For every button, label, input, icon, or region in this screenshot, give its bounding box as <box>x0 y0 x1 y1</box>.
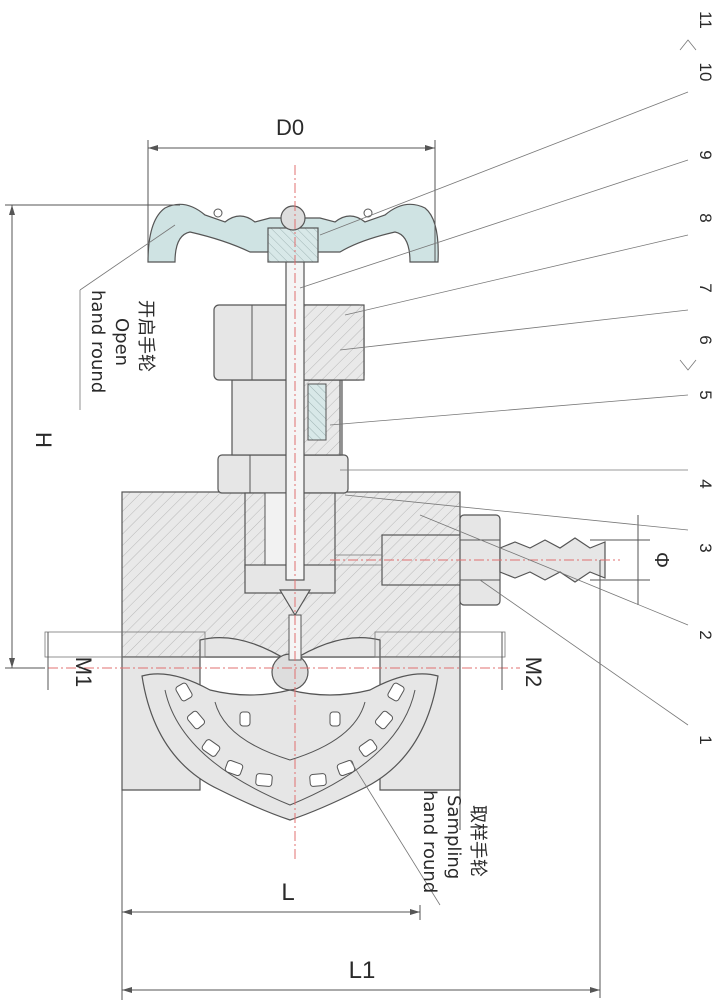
sampling-label-en-2: hand round <box>419 790 440 893</box>
open-label-cn: 开启手轮 <box>135 300 156 372</box>
part-number-10: 10 <box>696 63 713 82</box>
open-hand-round-label: 开启手轮 Open hand round <box>87 290 156 393</box>
bonnet-assembly <box>213 254 365 661</box>
open-label-en-2: hand round <box>87 290 108 393</box>
part-number-4: 4 <box>696 479 713 488</box>
part-number-5: 5 <box>696 390 713 399</box>
dim-l1: L1 <box>349 957 376 984</box>
part-number-9: 9 <box>696 150 713 159</box>
dimension-text: D0 H M1 M2 Φ L L1 <box>31 115 672 984</box>
part-number-6: 6 <box>696 335 713 344</box>
dimension-lines <box>5 140 650 1000</box>
dim-m2: M2 <box>521 657 546 688</box>
sampling-label-cn: 取样手轮 <box>467 805 488 877</box>
part-number-2: 2 <box>696 630 713 639</box>
dim-m1: M1 <box>71 657 96 688</box>
part-number-1: 1 <box>696 735 713 744</box>
part-number-8: 8 <box>696 213 713 222</box>
leader-lines <box>79 39 697 906</box>
sampling-hand-round-label: 取样手轮 Sampling hand round <box>419 790 488 893</box>
center-lines <box>30 165 620 860</box>
sampling-label-en-1: Sampling <box>443 795 464 879</box>
dim-h: H <box>31 432 56 448</box>
part-number-labels: 11 10 9 8 7 6 5 4 3 2 1 <box>696 11 713 745</box>
dim-l: L <box>281 879 294 906</box>
dim-phi: Φ <box>650 552 672 568</box>
dim-d0: D0 <box>276 115 304 140</box>
open-hand-wheel <box>147 203 439 263</box>
part-number-7: 7 <box>696 283 713 292</box>
part-number-11: 11 <box>696 11 713 29</box>
open-label-en-1: Open <box>111 318 132 366</box>
sampling-hand-wheel <box>141 653 439 821</box>
part-number-3: 3 <box>696 543 713 552</box>
